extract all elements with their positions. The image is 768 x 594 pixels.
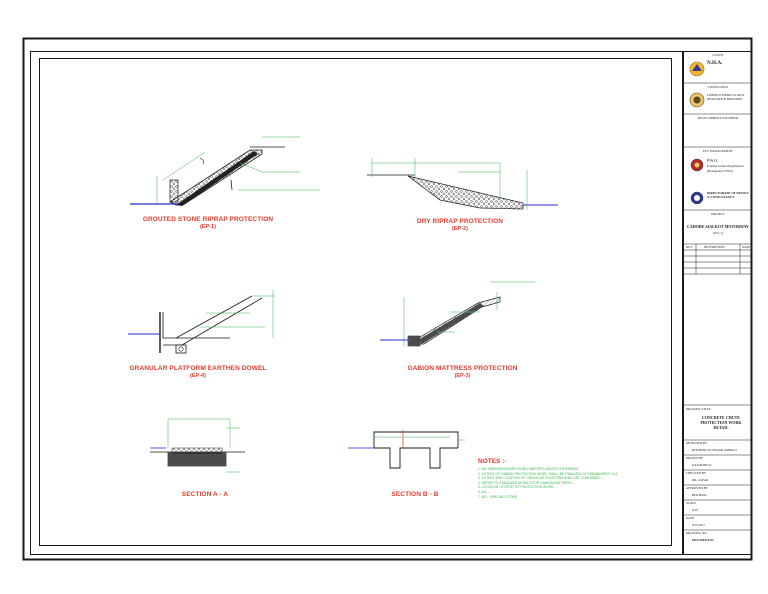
fwo-logo bbox=[690, 158, 704, 172]
date-label: DATE bbox=[686, 516, 695, 520]
designed-by-label: DESIGNED BY bbox=[686, 441, 708, 445]
note-item: 3. EXTENT AND LOCATION OF GRANULAR PLATF… bbox=[478, 476, 605, 481]
rev-head-description: DESCRIPTION bbox=[704, 245, 725, 249]
project-code: (ECI-1) bbox=[713, 231, 723, 235]
drawing-title-ep3: GABION MATTRESS PROTECTION bbox=[407, 365, 518, 372]
pwo-name: P.W.O. bbox=[707, 158, 719, 163]
drawing-section-aa bbox=[150, 418, 245, 473]
consultant-label: CONSULTANT bbox=[707, 85, 729, 89]
drawing-code-ep2: (EP-2) bbox=[452, 226, 468, 232]
mgmt-label: EPC MANAGEMENT bbox=[703, 149, 733, 153]
drawing-code-ep3: (EP-3) bbox=[454, 373, 471, 379]
drawing-title-ep2: DRY RIPRAP PROTECTION bbox=[416, 218, 504, 225]
section-title-bb: SECTION B - B bbox=[391, 491, 439, 498]
drawing-title-text: CONCRETE CHUTE PROTECTION WORK DETAIL bbox=[700, 415, 742, 430]
rev-head-rev: REV bbox=[686, 245, 693, 249]
scale-value: NTS bbox=[692, 508, 699, 512]
notes-heading: NOTES :- bbox=[478, 458, 507, 465]
drawing-no-label: DRAWING NO. bbox=[686, 531, 708, 535]
drawing-title-label: DRAWING TITLE bbox=[686, 407, 711, 411]
drawing-no-value: ED/LSM/DT/03 bbox=[692, 538, 714, 542]
pwo-line1: Frontier Works Organization bbox=[707, 164, 744, 168]
drawing-area-border bbox=[39, 58, 672, 546]
notes-list: 1. ALL DIMENSIONS ARE IN MILLIMETERS UNL… bbox=[478, 467, 618, 499]
consultant-name: LIMEM SCHEME-NCAEST DESIGNER & BUILDERS bbox=[707, 93, 745, 101]
note-item: 7. NO... SPACING STONE bbox=[478, 494, 518, 499]
title-block-border bbox=[683, 51, 752, 555]
drawing-ep3 bbox=[380, 281, 535, 347]
checked-by-value: DR. ZAFAR bbox=[692, 478, 709, 482]
project-name: LAHORE SIALKOT MOTORWAY bbox=[687, 224, 749, 229]
drawing-title-ep4: GRANULAR PLATFORM EARTHEN DOWEL bbox=[129, 365, 267, 372]
nha-logo bbox=[689, 61, 705, 77]
approved-by-label: APPROVED BY bbox=[686, 486, 709, 490]
note-item: 5. LOCATION / EXTENT OF PROTECTION WORK … bbox=[478, 485, 557, 490]
consultant-logo bbox=[689, 92, 705, 108]
drawing-code-ep4: (EP-4) bbox=[190, 373, 206, 379]
directorate-name: DIRECTORATE OF DESIGN & CONSULTANCY bbox=[707, 191, 749, 199]
client-label: CLIENT bbox=[712, 53, 724, 57]
designed-by-value: BUKHARI ZULFIQAR (ABBAS) bbox=[692, 448, 737, 452]
checked-by-label: CHECKED BY bbox=[686, 471, 707, 475]
drawing-ep1 bbox=[130, 136, 320, 206]
drawing-section-bb bbox=[348, 430, 465, 469]
note-item: 4. REFER TO STANDARD DETAILS FOR GABION … bbox=[478, 480, 576, 485]
section-title-aa: SECTION A - A bbox=[181, 491, 229, 498]
note-item: 1. ALL DIMENSIONS ARE IN MILLIMETERS UNL… bbox=[478, 467, 579, 471]
scale-label: SCALE bbox=[686, 501, 697, 505]
note-item: 6. ALL ... bbox=[478, 489, 491, 494]
rev-head-date: DATE bbox=[742, 245, 751, 249]
dev-label: DEVELOPMENT ENGINEER bbox=[697, 116, 739, 120]
directorate-logo bbox=[690, 191, 704, 205]
date-value: JUN 2017 bbox=[692, 523, 706, 527]
drawing-ep2 bbox=[367, 158, 558, 210]
title-block-grid bbox=[683, 82, 752, 531]
drawn-by-label: DRAWN BY bbox=[686, 456, 704, 460]
approved-by-value: BUKHARI bbox=[692, 493, 707, 497]
note-item: 2. EXTENT OF GABION PROTECTION WORK SHAL… bbox=[478, 471, 618, 476]
drawing-ep4 bbox=[128, 290, 275, 354]
pwo-line2: (Headquarter FWO) bbox=[707, 169, 733, 173]
drawn-by-value: KALIM BEGT bbox=[692, 463, 712, 467]
client-name: N.H.A. bbox=[707, 60, 723, 66]
outer-border bbox=[22, 37, 753, 561]
inner-border bbox=[30, 51, 683, 555]
drawing-title-ep1: GROUTED STONE RIPRAP PROTECTION bbox=[142, 216, 274, 223]
drawing-code-ep1: (EP-1) bbox=[200, 224, 216, 230]
project-label: PROJECT bbox=[711, 212, 725, 216]
